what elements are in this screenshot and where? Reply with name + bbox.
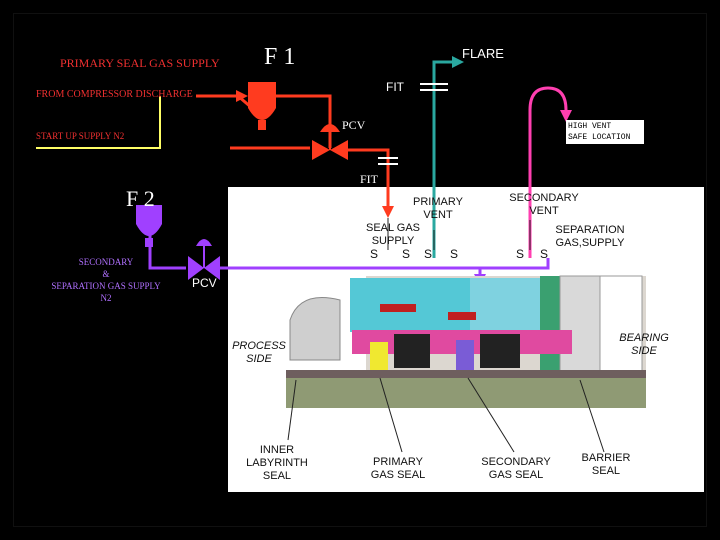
s-marker-5: S [516, 247, 525, 261]
s-marker-3: S [424, 247, 433, 261]
barrier-seal-body [559, 275, 601, 373]
s-marker-4: S [450, 247, 459, 261]
separation-gas-line-1: SEPARATION [555, 224, 625, 236]
primary-gas-seal-line-2: GAS SEAL [370, 469, 426, 481]
fit-top-label: FIT [386, 80, 404, 94]
secondary-ring-violet [456, 340, 474, 376]
startup-n2-label: START UP SUPPLY N2 [36, 131, 125, 141]
primary-vent-label: PRIMARY VENT [408, 196, 468, 222]
barrier-seal-label: BARRIER SEAL [576, 452, 636, 478]
inner-labyrinth-line-2: LABYRINTH [246, 457, 308, 469]
bearing-side-line-2: SIDE [631, 345, 657, 357]
primary-vent-line [432, 60, 454, 258]
filter-f1 [248, 82, 276, 120]
secondary-bolt [448, 312, 476, 320]
filter-outlet-line [276, 94, 332, 148]
separation-gas-line-left [148, 222, 186, 270]
startup-n2-line [36, 96, 161, 149]
inner-labyrinth-label: INNER LABYRINTH SEAL [236, 444, 318, 483]
inner-labyrinth-line-1: INNER [259, 444, 295, 456]
flare-label: FLARE [462, 46, 504, 61]
filter-f1-drain [258, 120, 266, 130]
process-side-line-2: SIDE [246, 353, 272, 365]
high-vent-safe-location-sign: HIGH VENT SAFE LOCATION [566, 120, 644, 144]
secondary-seal-stator [470, 278, 540, 332]
fit-mid-label: FIT [360, 172, 378, 186]
secondary-spring-assembly [480, 334, 520, 368]
seal-gas-supply-label: SEAL GAS SUPPLY [358, 222, 428, 248]
shaft-sleeve-edge [286, 370, 646, 378]
seal-gas-arrow [382, 206, 394, 218]
primary-seal-leader [379, 377, 403, 453]
pcv-left-valve-right [204, 256, 220, 280]
high-vent-line-2: SAFE LOCATION [568, 133, 631, 142]
pcv-left-valve-left [188, 256, 204, 280]
seal-gas-supply-line-2: SUPPLY [371, 235, 415, 247]
seal-gas-supply-line [344, 148, 390, 210]
separation-gas-branch [480, 258, 550, 270]
secondary-supply-line-1: SECONDARY [78, 257, 134, 267]
high-vent-line-1: HIGH VENT [568, 122, 612, 131]
pcv-left-label: PCV [192, 276, 217, 290]
barrier-seal-leader [579, 379, 605, 453]
pcv-top-valve-left [312, 140, 330, 160]
labyrinth-leader [287, 379, 297, 441]
discharge-arrow [236, 90, 248, 102]
secondary-gas-seal-line-2: GAS SEAL [488, 469, 544, 481]
primary-vent-line-1: PRIMARY [413, 196, 463, 208]
inner-labyrinth-line-3: SEAL [262, 470, 292, 482]
secondary-vent-line-1: SECONDARY [509, 192, 579, 204]
pcv-left-actuator [196, 239, 212, 246]
process-side-line-1: PROCESS [232, 340, 286, 352]
bearing-side-label: BEARING SIDE [614, 332, 674, 358]
filter-f2-drain [145, 238, 153, 247]
s-marker-6: S [540, 247, 549, 261]
secondary-vent-arrow [560, 110, 572, 122]
filter-f2 [136, 205, 162, 236]
process-side-label: PROCESS SIDE [230, 340, 288, 366]
s-marker-1: S [370, 247, 379, 261]
secondary-supply-line-2: & [102, 269, 110, 279]
bearing-side-housing [599, 275, 643, 377]
seal-gas-supply-line-1: SEAL GAS [365, 222, 420, 234]
primary-ring-yellow [370, 342, 388, 378]
secondary-vent-label: SECONDARY VENT [504, 192, 584, 218]
f2-label: F 2 [126, 186, 155, 211]
separation-gas-line-2: GAS,SUPPLY [555, 237, 625, 249]
barrier-seal-green [540, 276, 560, 372]
pcv-top-actuator [320, 124, 340, 132]
bearing-side-line-1: BEARING [619, 332, 669, 344]
primary-vent-line-2: VENT [423, 209, 453, 221]
labyrinth-teeth [289, 297, 341, 361]
f1-label: F 1 [264, 44, 296, 70]
pcv-top-valve-right [330, 140, 348, 160]
from-compressor-label: FROM COMPRESSOR DISCHARGE [36, 89, 193, 100]
secondary-gas-seal-line-1: SECONDARY [481, 456, 551, 468]
secondary-supply-line-3: SEPARATION GAS SUPPLY [51, 281, 161, 291]
secondary-seal-leader [467, 377, 515, 453]
separation-gas-label: SEPARATION GAS,SUPPLY [548, 224, 632, 250]
primary-seal-gas-supply-label: PRIMARY SEAL GAS SUPPLY [60, 56, 220, 70]
secondary-vent-line-2: VENT [529, 205, 559, 217]
secondary-vent-line [528, 86, 568, 258]
rotor-shaft [286, 378, 646, 408]
flare-arrow [452, 56, 464, 68]
primary-spring-assembly [394, 334, 430, 368]
primary-gas-seal-line-1: PRIMARY [373, 456, 423, 468]
secondary-supply-label: SECONDARY & SEPARATION GAS SUPPLY N2 [38, 256, 174, 304]
secondary-supply-line-4: N2 [100, 293, 112, 303]
barrier-seal-line-1: BARRIER [581, 452, 631, 464]
barrier-seal-line-2: SEAL [591, 465, 621, 477]
secondary-gas-seal-label: SECONDARY GAS SEAL [474, 456, 558, 482]
primary-bolt [380, 304, 416, 312]
pcv-top-label: PCV [342, 118, 366, 132]
primary-gas-seal-label: PRIMARY GAS SEAL [360, 456, 436, 482]
s-marker-2: S [402, 247, 411, 261]
